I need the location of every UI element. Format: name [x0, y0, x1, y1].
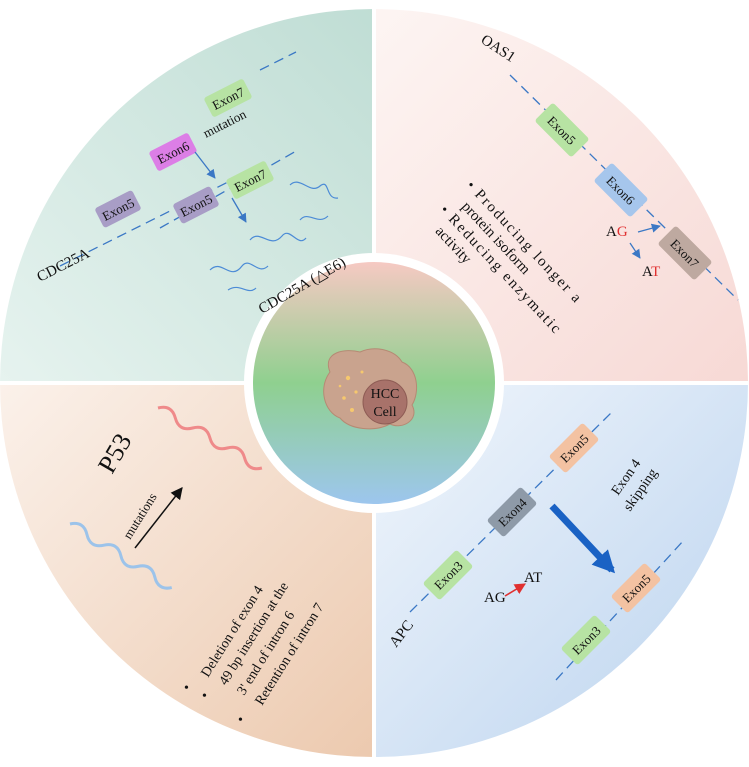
rna-wave-blue [69, 521, 173, 590]
exon-box [611, 563, 661, 613]
protein-squiggles [209, 181, 339, 292]
splice-site-at: AT [524, 570, 542, 586]
mutation-arrow [134, 487, 183, 549]
center-label-cell: Cell [373, 405, 396, 420]
exon-box [173, 186, 219, 224]
cell-granules [338, 370, 370, 412]
splice-site-ag: AG [484, 590, 506, 606]
rna-wave-red [157, 405, 263, 471]
splice-change-arrow [629, 242, 641, 259]
exon-box [204, 79, 252, 117]
bullet-dot: • [202, 689, 207, 704]
skipping-arrow [549, 503, 616, 574]
bullet-dot: • [238, 713, 243, 728]
bullet-dot: • [184, 681, 189, 696]
exon-box [594, 163, 648, 217]
dna-line [59, 171, 249, 267]
splice-change-arrow [504, 583, 526, 597]
dna-line [159, 149, 299, 229]
exon-box [423, 550, 473, 600]
splice-site-ag: AG [606, 224, 628, 240]
exon-box [535, 103, 589, 157]
exon-box [149, 133, 197, 171]
splice-site-at: AT [642, 264, 660, 280]
exon-box [487, 487, 537, 537]
center-label-hcc: HCC [371, 387, 400, 402]
exon-box [561, 615, 611, 665]
exon-box [658, 226, 712, 280]
exon-box [95, 190, 141, 228]
splice-pointer-arrow [637, 223, 661, 233]
dna-line [259, 51, 297, 71]
mutation-arrow [194, 151, 216, 179]
splice-arrow [231, 197, 247, 223]
exon-box [226, 161, 274, 199]
nucleus [362, 379, 408, 425]
exon-box [549, 423, 599, 473]
